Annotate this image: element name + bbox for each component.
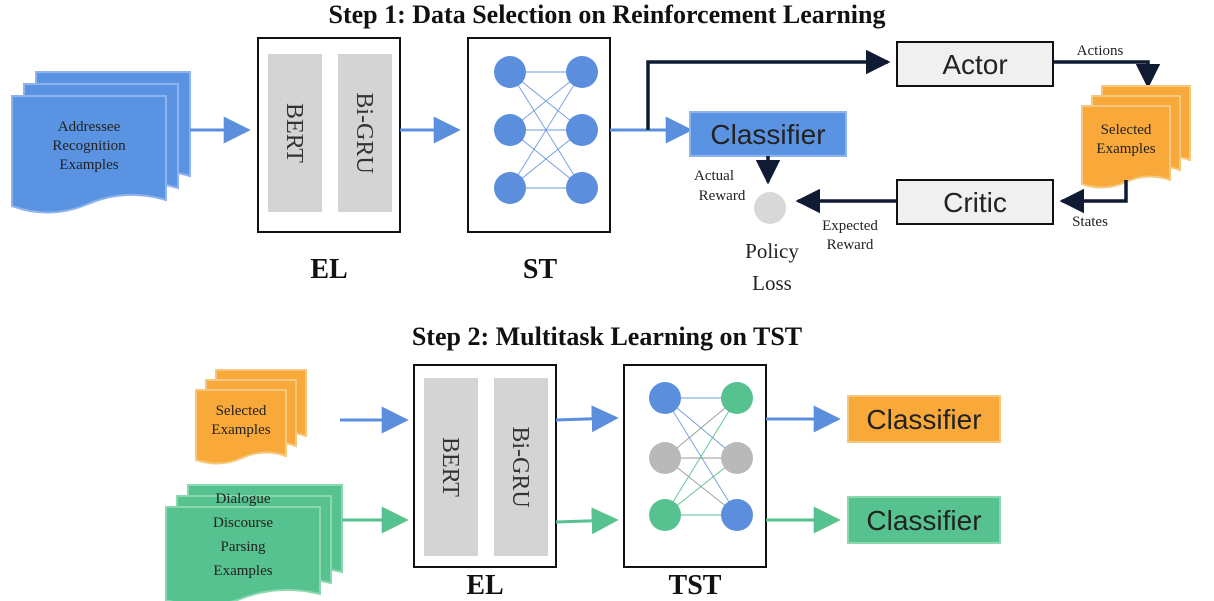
tst-node xyxy=(721,382,753,414)
addressee-doc-line3: Examples xyxy=(59,157,118,173)
step1-title: Step 1: Data Selection on Reinforcement … xyxy=(328,0,885,29)
policy-loss-line1: Policy xyxy=(745,239,799,263)
actor-label: Actor xyxy=(942,49,1007,80)
policy-loss-node xyxy=(754,192,786,224)
bert-block-step1 xyxy=(268,54,322,212)
policy-loss-line2: Loss xyxy=(752,271,792,295)
arrow-st-to-actor xyxy=(646,49,891,130)
bigru-block-step1 xyxy=(338,54,392,212)
selected-doc-step2-line2: Examples xyxy=(211,422,270,438)
classifier-step1-label: Classifier xyxy=(710,119,825,150)
ddp-doc-line4: Examples xyxy=(213,563,272,579)
arrow-el2-to-tst-top xyxy=(555,405,619,433)
selected-doc-step2-line1: Selected xyxy=(216,403,267,419)
st-network xyxy=(467,37,611,233)
st-node xyxy=(566,172,598,204)
ddp-doc-line3: Parsing xyxy=(221,539,267,555)
bert-block-step2 xyxy=(424,378,478,556)
st-node xyxy=(494,114,526,146)
tst-network xyxy=(623,364,767,568)
bigru-block-step2 xyxy=(494,378,548,556)
addressee-doc-line1: Addressee xyxy=(58,119,121,135)
st-node xyxy=(494,56,526,88)
arrow-selected-to-critic xyxy=(1059,180,1128,214)
classifier-step1: Classifier xyxy=(689,111,847,157)
tst-node xyxy=(649,382,681,414)
classifier-bottom-label: Classifier xyxy=(866,505,981,536)
bert-label-step1: BERT xyxy=(281,103,307,163)
actions-label: Actions xyxy=(1077,43,1124,59)
tst-node xyxy=(649,499,681,531)
st-node xyxy=(494,172,526,204)
arrow-el2-to-tst-bottom xyxy=(555,507,619,535)
el-label-step2: EL xyxy=(466,570,503,601)
critic-label: Critic xyxy=(943,187,1007,218)
selected-examples-doc-step2: Selected Examples xyxy=(195,369,307,465)
ddp-doc-line1: Dialogue xyxy=(216,491,271,507)
st-node xyxy=(566,114,598,146)
classifier-step2-top: Classifier xyxy=(847,395,1001,443)
actor-box: Actor xyxy=(896,41,1054,87)
addressee-doc-line2: Recognition xyxy=(52,138,126,154)
st-label: ST xyxy=(523,254,558,285)
expected-reward-line2: Reward xyxy=(827,237,874,253)
arrow-actor-to-selected xyxy=(1053,60,1161,89)
tst-node xyxy=(721,442,753,474)
classifier-top-label: Classifier xyxy=(866,404,981,435)
critic-box: Critic xyxy=(896,179,1054,225)
el-block-step2: BERT Bi-GRU xyxy=(413,364,557,568)
selected-doc-step1-line1: Selected xyxy=(1101,122,1152,138)
el-block-step1: BERT Bi-GRU xyxy=(257,37,401,233)
selected-examples-doc-step1: Selected Examples xyxy=(1081,85,1191,189)
bigru-label-step1: Bi-GRU xyxy=(351,92,377,173)
actual-reward-line1: Actual xyxy=(694,168,734,184)
actual-reward-line2: Reward xyxy=(699,188,746,204)
expected-reward-line1: Expected xyxy=(822,218,878,234)
tst-node xyxy=(649,442,681,474)
tst-node xyxy=(721,499,753,531)
bigru-label-step2: Bi-GRU xyxy=(507,426,533,507)
tst-label: TST xyxy=(669,570,722,601)
ddp-doc-line2: Discourse xyxy=(213,515,273,531)
step2-title: Step 2: Multitask Learning on TST xyxy=(412,322,802,351)
classifier-step2-bottom: Classifier xyxy=(847,496,1001,544)
addressee-examples-doc: Addressee Recognition Examples xyxy=(11,71,191,214)
selected-doc-step1-line2: Examples xyxy=(1096,141,1155,157)
st-node xyxy=(566,56,598,88)
el-label-step1: EL xyxy=(310,254,347,285)
ddp-examples-doc: Dialogue Discourse Parsing Examples xyxy=(165,484,343,601)
bert-label-step2: BERT xyxy=(437,437,463,497)
states-label: States xyxy=(1072,214,1108,230)
